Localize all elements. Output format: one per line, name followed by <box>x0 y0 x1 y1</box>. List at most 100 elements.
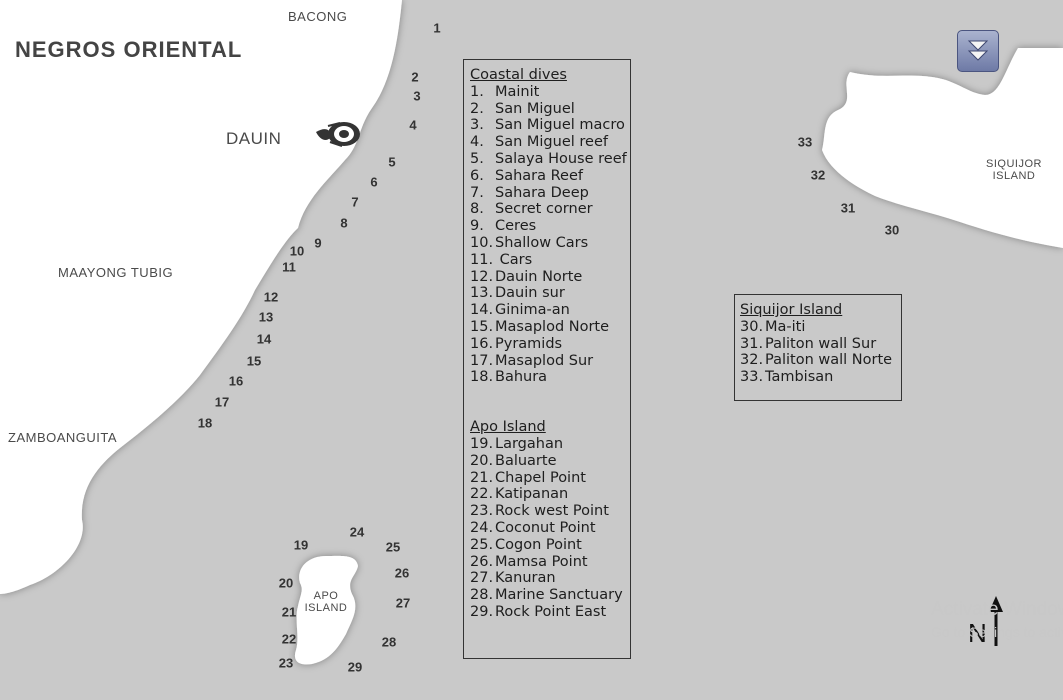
apo-dive-item-name: Baluarte <box>495 452 557 469</box>
siquijor-dive-item: 32.Paliton wall Norte <box>740 352 901 369</box>
dive-site-marker: 13 <box>258 309 274 325</box>
apo-dive-item: 21.Chapel Point <box>470 470 630 487</box>
coastal-dive-item-number: 11. <box>470 251 494 268</box>
legend-spacer <box>470 386 630 419</box>
dive-site-marker: 19 <box>293 537 309 553</box>
place-siquijor-island: SIQUIJOR ISLAND <box>982 158 1046 182</box>
place-dauin: DAUIN <box>226 129 282 148</box>
dive-site-marker: 28 <box>381 634 397 650</box>
coastal-dive-item: 9. Ceres <box>470 218 630 235</box>
coastal-dive-item-number: 9. <box>470 218 484 235</box>
siquijor-dive-item-name: Ma-iti <box>765 318 806 335</box>
apo-dive-item: 29.Rock Point East <box>470 604 630 621</box>
siquijor-dive-item-name: Tambisan <box>765 369 834 386</box>
apo-dive-item: 26.Mamsa Point <box>470 554 630 571</box>
apo-dive-item-number: 22. <box>470 486 494 503</box>
siquijor-dive-item-name: Paliton wall Norte <box>765 352 893 369</box>
coastal-dive-item: 6. Sahara Reef <box>470 168 630 185</box>
coastal-dive-item: 18.Bahura <box>470 369 630 386</box>
coastal-dive-item-name: Bahura <box>495 369 548 386</box>
apo-dive-item-name: Chapel Point <box>495 469 586 486</box>
coastal-dive-item-name: Dauin Norte <box>495 268 583 285</box>
coastal-dive-item: 14.Ginima-an <box>470 302 630 319</box>
apo-dive-item-number: 28. <box>470 587 494 604</box>
coastal-dive-item-name: San Miguel reef <box>495 134 608 151</box>
dive-site-marker: 20 <box>278 575 294 591</box>
coastal-dive-item: 13.Dauin sur <box>470 285 630 302</box>
dive-site-marker: 21 <box>281 604 297 620</box>
apo-dive-item-name: Coconut Point <box>495 519 596 536</box>
dive-site-marker: 16 <box>228 373 244 389</box>
dive-site-marker: 10 <box>289 243 305 259</box>
coastal-dive-item: 1.Mainit <box>470 84 630 101</box>
apo-dive-item-name: Rock west Point <box>495 503 609 520</box>
place-bacong: BACONG <box>288 9 348 24</box>
coastal-dive-item: 10.Shallow Cars <box>470 235 630 252</box>
apo-island-shape <box>294 555 358 665</box>
apo-dive-item: 25.Cogon Point <box>470 537 630 554</box>
coastal-dive-item-name: Ceres <box>495 218 537 235</box>
apo-dive-item-number: 25. <box>470 536 494 553</box>
coastal-dive-item-name: Masaplod Sur <box>495 352 594 369</box>
coastal-dive-item-name: Sahara Reef <box>495 167 583 184</box>
apo-dive-item: 20.Baluarte <box>470 453 630 470</box>
coastal-dive-item-number: 16. <box>470 335 494 352</box>
page-down-button[interactable] <box>957 30 999 72</box>
coastal-dive-item-name: Secret corner <box>495 201 593 218</box>
dive-site-marker: 7 <box>351 194 359 210</box>
apo-dive-item-number: 24. <box>470 519 494 536</box>
coastal-dive-item-number: 10. <box>470 234 494 251</box>
coastal-dive-item-number: 6. <box>470 167 484 184</box>
dive-site-marker: 8 <box>340 215 348 231</box>
dive-site-marker: 25 <box>385 539 401 555</box>
dive-site-marker: 26 <box>394 565 410 581</box>
dive-site-marker: 2 <box>411 69 419 85</box>
coastal-dive-item: 12.Dauin Norte <box>470 269 630 286</box>
coastal-dive-item: 8.Secret corner <box>470 201 630 218</box>
coastal-dive-item-number: 15. <box>470 318 494 335</box>
legend-title-siquijor-island: Siquijor Island <box>740 302 843 318</box>
coastal-dive-item: 5.Salaya House reef <box>470 151 630 168</box>
legend-title-apo-island: Apo Island <box>470 419 546 436</box>
dive-site-marker: 4 <box>409 117 417 133</box>
apo-dive-item-name: Mamsa Point <box>495 553 588 570</box>
coastal-dive-item-name: Masaplod Norte <box>495 318 610 335</box>
coastal-dive-item: 4. San Miguel reef <box>470 134 630 151</box>
coastal-dive-item: 11. Cars <box>470 252 630 269</box>
siquijor-dive-item-number: 30. <box>740 318 764 335</box>
dive-site-marker: 30 <box>884 222 900 238</box>
coastal-dive-item: 7.Sahara Deep <box>470 185 630 202</box>
coastal-dive-item-number: 2. <box>470 100 484 117</box>
dive-site-marker: 17 <box>214 394 230 410</box>
coastal-dive-item-name: Sahara Deep <box>495 184 589 201</box>
place-siquijor-island-line1: SIQUIJOR <box>986 158 1042 170</box>
siquijor-dive-item-number: 32. <box>740 352 764 369</box>
negros-coastline <box>0 0 402 594</box>
apo-dive-item: 27.Kanuran <box>470 570 630 587</box>
dive-site-marker: 11 <box>282 259 296 275</box>
apo-dive-item-number: 26. <box>470 553 494 570</box>
apo-dive-item: 23.Rock west Point <box>470 503 630 520</box>
coastal-dive-item-name: Ginima-an <box>495 302 570 319</box>
dive-site-marker: 9 <box>314 235 322 251</box>
place-apo-island-line2: ISLAND <box>304 602 348 614</box>
dive-site-marker: 32 <box>810 167 826 183</box>
coastal-dive-item-number: 12. <box>470 268 494 285</box>
coastal-dive-item-number: 1. <box>470 83 484 100</box>
coastal-dive-item: 16.Pyramids <box>470 336 630 353</box>
apo-dive-item-number: 21. <box>470 469 494 486</box>
dive-site-marker: 6 <box>370 174 378 190</box>
apo-dive-item: 22.Katipanan <box>470 486 630 503</box>
apo-dive-item-name: Marine Sanctuary <box>495 587 623 604</box>
apo-dive-item-name: Kanuran <box>495 570 556 587</box>
dive-site-marker: 24 <box>349 524 365 540</box>
coastal-dive-item-number: 4. <box>470 134 484 151</box>
dive-site-marker: 1 <box>433 20 441 36</box>
coastal-dive-item-number: 3. <box>470 117 484 134</box>
apo-dive-item-number: 23. <box>470 503 494 520</box>
dive-site-marker: 31 <box>840 200 856 216</box>
coastal-dive-item-name: Cars <box>495 251 533 268</box>
coastal-dive-item: 17.Masaplod Sur <box>470 353 630 370</box>
